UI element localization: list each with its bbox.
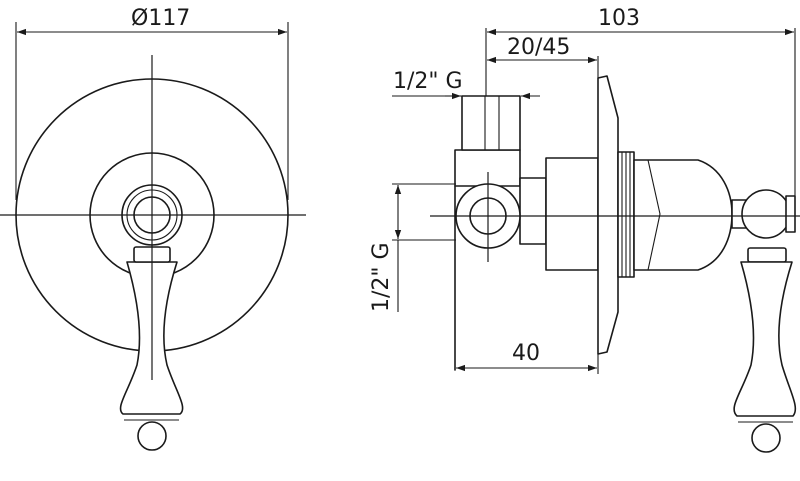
plate-diameter-label: Ø117 [131,6,190,31]
lever-handle-side [733,261,797,417]
overall-depth-label: 103 [598,6,640,31]
body-main-block [545,157,599,271]
lever-knob-front [137,421,167,451]
handle-hub-profile [633,159,733,271]
side-view: 103 20/45 1/2" G 1/2" G 40 [369,6,800,453]
pivot-cap [785,195,796,233]
body-depth-label: 40 [512,341,540,366]
handle-hub-facet [647,159,661,271]
top-inlet-pipe [461,95,521,151]
top-connection-label: 1/2" G [393,69,463,94]
lever-pivot-ball [741,189,791,239]
side-connection-label: 1/2" G [369,242,394,312]
wall-plate-profile [597,75,619,355]
front-view: Ø117 [0,6,306,451]
adjustment-range-label: 20/45 [507,35,570,60]
lever-collar-side [747,247,787,263]
cartridge-housing [519,177,547,245]
lever-knob-side [751,423,781,453]
